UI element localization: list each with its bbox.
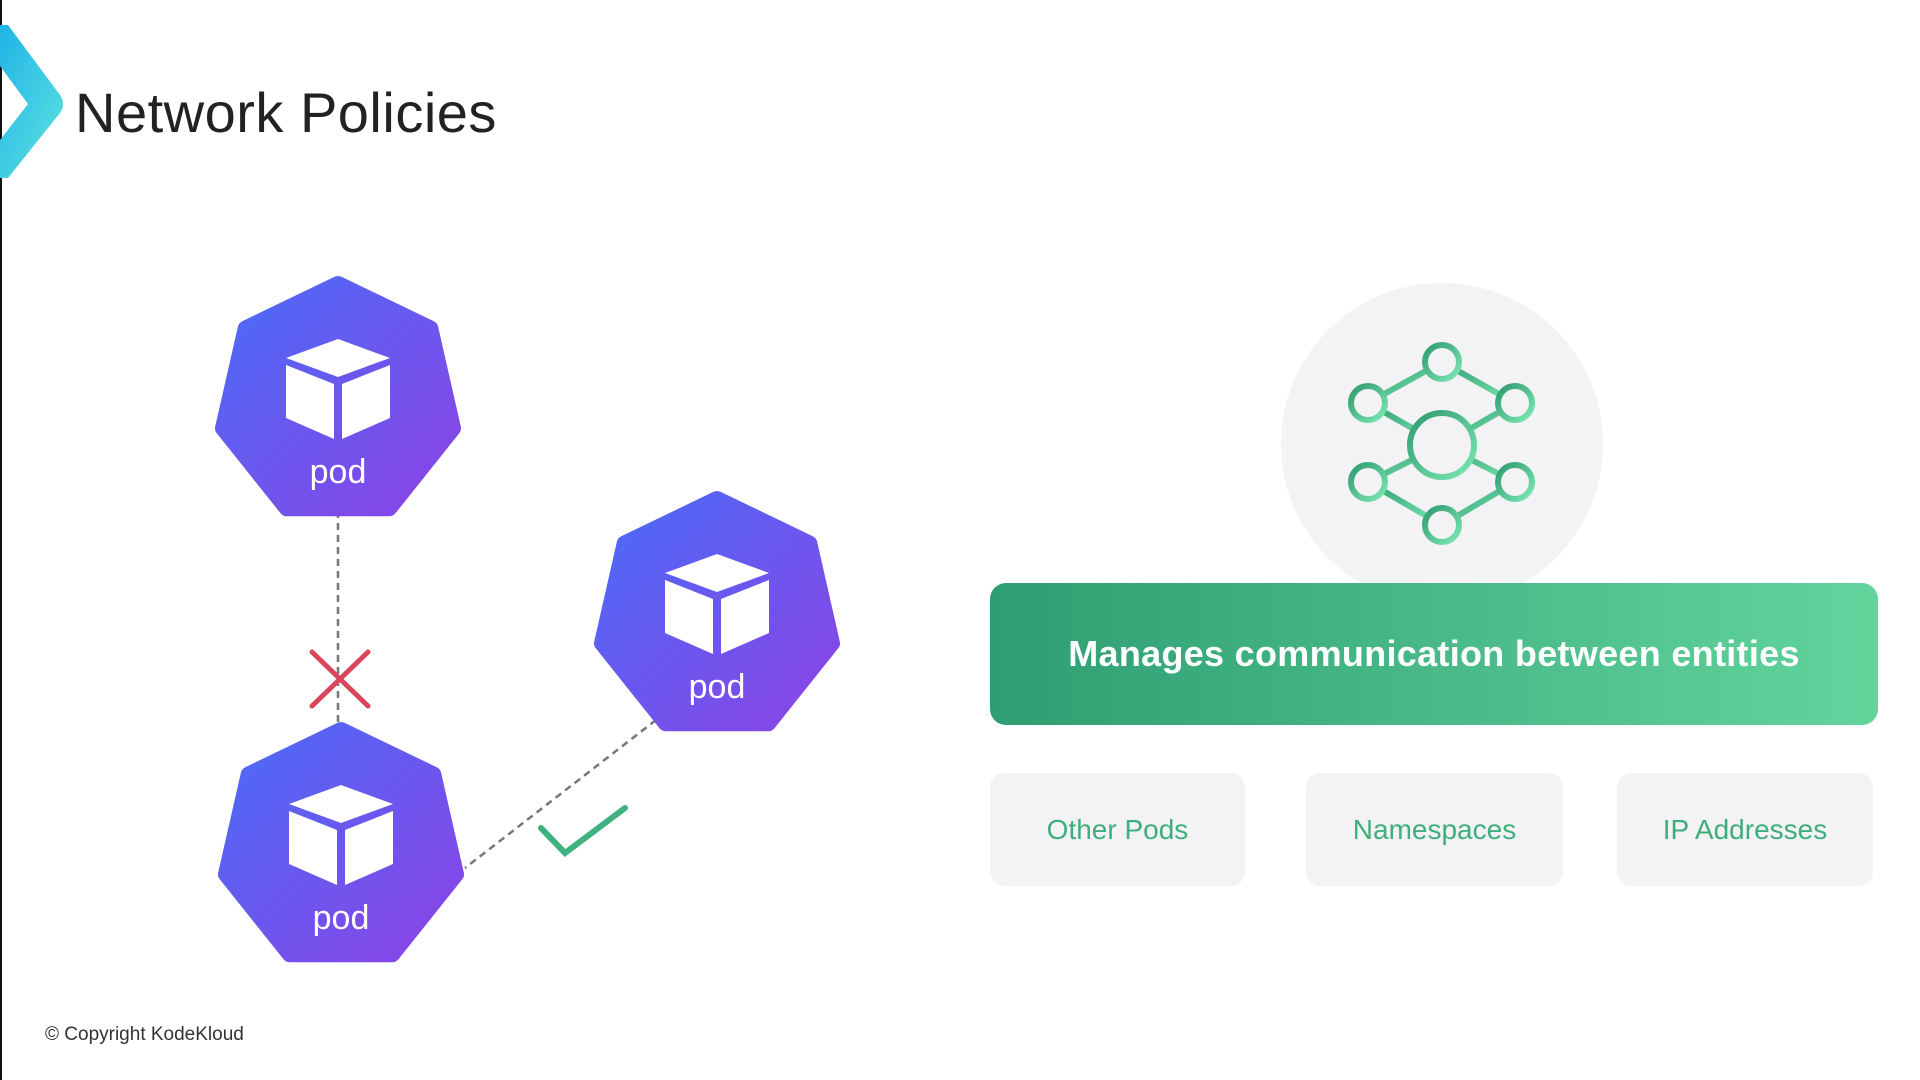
allowed-connection-line	[464, 719, 657, 869]
blocked-x-icon	[309, 649, 371, 709]
network-hexagon-icon	[1348, 342, 1535, 545]
entity-label: IP Addresses	[1662, 813, 1828, 845]
pod-label: pod	[310, 453, 367, 491]
brand-chevron-icon	[0, 25, 63, 178]
cube-icon	[289, 785, 393, 885]
entity-ip-addresses: IP Addresses	[1617, 773, 1873, 886]
description-banner: Manages communication between entities	[990, 583, 1878, 725]
pod-heptagon	[215, 276, 461, 517]
pod-bottom: pod	[218, 722, 464, 963]
entity-label: Namespaces	[1352, 813, 1517, 845]
cube-icon	[286, 339, 390, 439]
left-border	[0, 0, 2, 1080]
page-title: Network Policies	[75, 81, 497, 144]
pod-label: pod	[313, 899, 370, 937]
banner-text: Manages communication between entities	[1068, 633, 1800, 674]
allowed-check-icon	[538, 805, 628, 857]
copyright-text: © Copyright KodeKloud	[45, 1024, 244, 1045]
cube-icon	[665, 554, 769, 654]
entity-other-pods: Other Pods	[990, 773, 1245, 886]
pod-right: pod	[594, 491, 840, 732]
entity-namespaces: Namespaces	[1306, 773, 1563, 886]
pod-label: pod	[689, 668, 746, 706]
pod-top: pod	[215, 276, 461, 517]
pod-heptagon	[594, 491, 840, 732]
entity-label: Other Pods	[1046, 813, 1189, 845]
pod-heptagon	[218, 722, 464, 963]
